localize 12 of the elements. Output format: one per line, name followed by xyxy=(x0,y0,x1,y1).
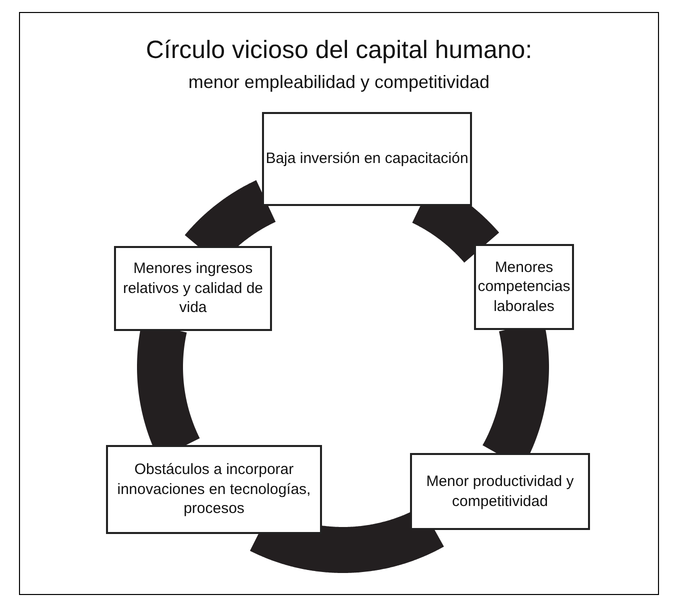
text-box xyxy=(410,453,590,530)
title: Círculo vicioso del capital humano: xyxy=(144,36,534,65)
node-text: Menor productividad y competitividad xyxy=(425,472,575,511)
node-text: Baja inversión en capacitación xyxy=(266,149,468,169)
node-text: Menores competencias laborales xyxy=(476,258,572,316)
text-box xyxy=(474,244,574,330)
node-text: Menores ingresos relativos y calidad de vida xyxy=(122,259,264,318)
text-box xyxy=(262,112,472,206)
text-box xyxy=(106,445,322,534)
text-box xyxy=(114,246,272,331)
subtitle: menor empleabilidad y competitividad xyxy=(187,72,491,93)
node-text: Obstáculos a incorporar innovaciones en tecnologías, procesos xyxy=(116,460,312,519)
